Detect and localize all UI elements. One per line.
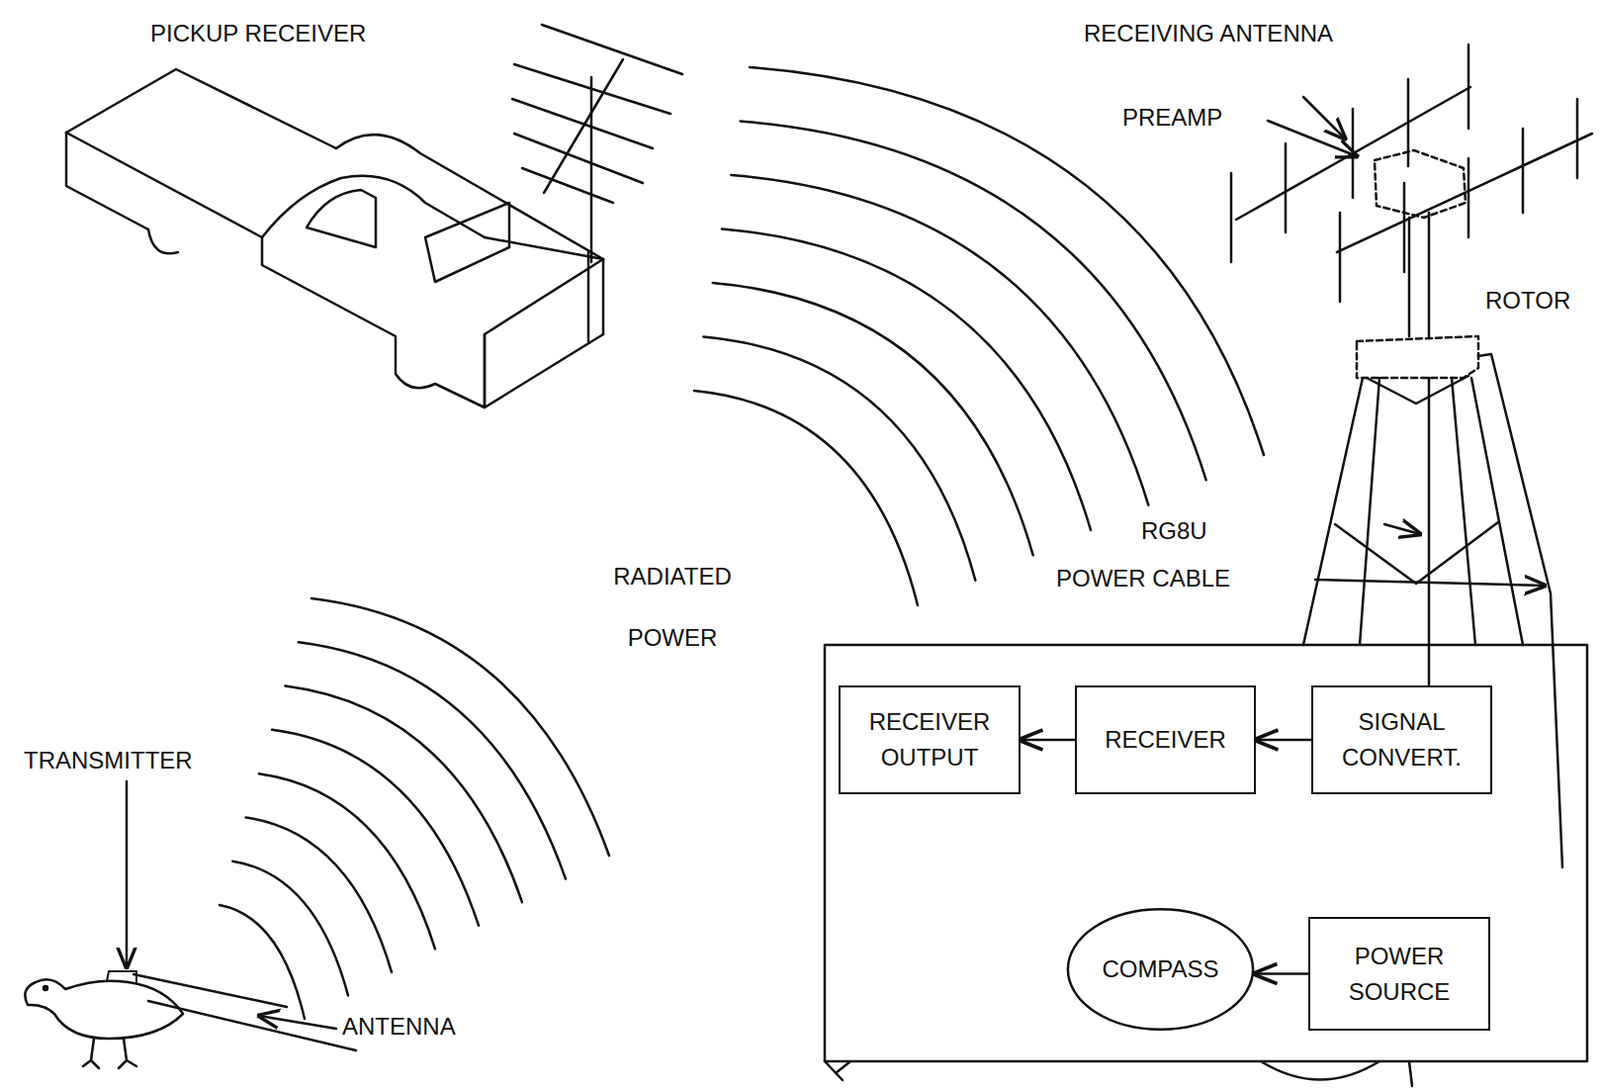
signal-connector: [1254, 972, 1309, 976]
callout-label: RG8U: [1139, 517, 1210, 545]
caption-label: PICKUP RECEIVER: [148, 19, 368, 48]
box-label: COMPASS: [1101, 951, 1219, 987]
output-box: RECEIVER OUTPUT: [838, 685, 1021, 795]
tower: [1303, 336, 1563, 868]
callout-label: ROTOR: [1483, 286, 1573, 315]
compass-circle: COMPASS: [1066, 907, 1255, 1031]
power-box: POWER SOURCE: [1308, 916, 1491, 1031]
callout-label: TRANSMITTER: [21, 746, 195, 775]
receiver-box: RECEIVER: [1074, 685, 1256, 795]
bird: [24, 781, 356, 1068]
signal-connector: [1255, 738, 1312, 742]
signal-connector: [1020, 738, 1075, 742]
console-housing: [824, 644, 1588, 1086]
pickup-truck: [66, 69, 604, 408]
box-label: RECEIVER OUTPUT: [848, 704, 1011, 776]
callout-label: PREAMP: [1120, 103, 1225, 132]
box-label: POWER SOURCE: [1318, 938, 1481, 1010]
box-label: SIGNAL CONVERT.: [1321, 704, 1483, 776]
truck-antenna: [512, 24, 683, 263]
box-label: RECEIVER: [1104, 721, 1227, 758]
receiving-antenna: [1231, 44, 1593, 337]
callout-label: POWER CABLE: [1054, 564, 1233, 593]
converter-box: SIGNAL CONVERT.: [1311, 685, 1493, 795]
callout-label: RECEIVING ANTENNA: [1081, 19, 1335, 48]
caption-label: RADIATED POWER: [571, 545, 774, 670]
radio-waves: [219, 67, 1264, 1019]
callout-label: ANTENNA: [340, 1012, 458, 1041]
